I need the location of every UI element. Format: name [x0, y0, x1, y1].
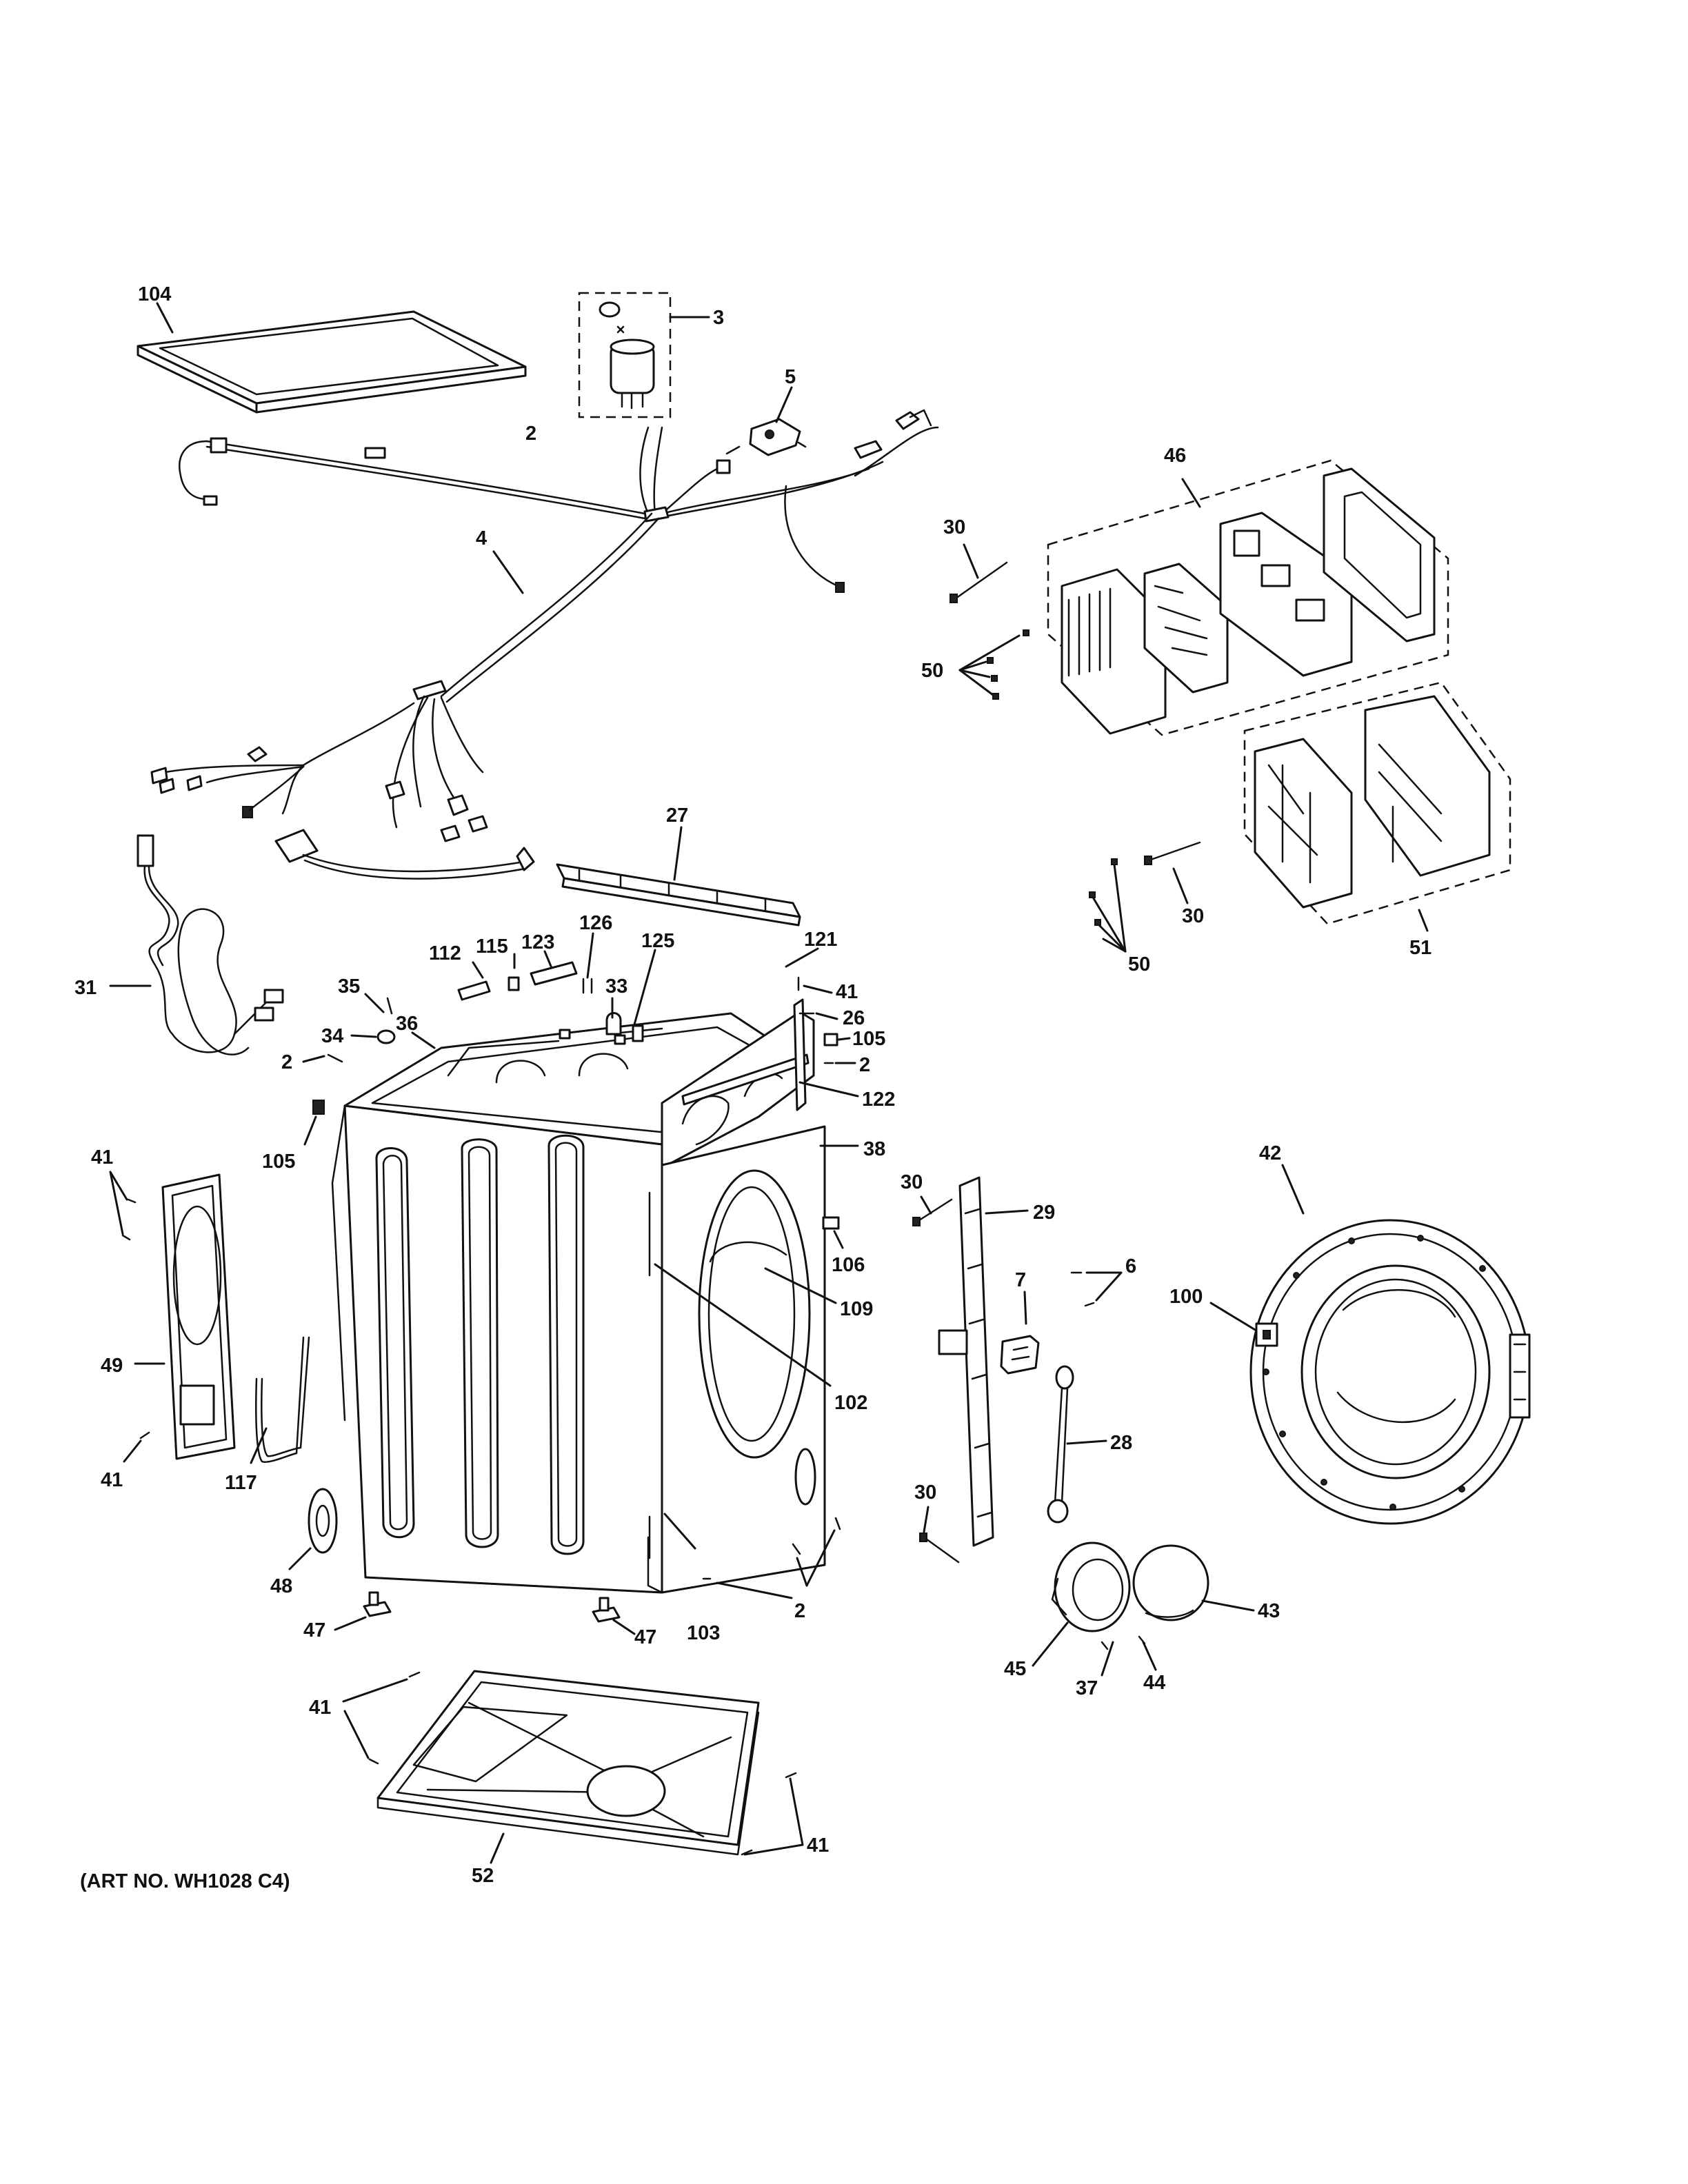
- callout-126: 126: [579, 912, 612, 934]
- callout-48: 48: [270, 1575, 292, 1597]
- callout-41-base-left: 41: [309, 1697, 331, 1719]
- callout-30-b: 30: [1182, 905, 1204, 927]
- wire-harness-4: [150, 409, 939, 880]
- callout-34: 34: [321, 1025, 343, 1047]
- callout-2-top: 2: [525, 423, 536, 445]
- callout-42: 42: [1259, 1142, 1281, 1164]
- base-52: [342, 1670, 804, 1864]
- capacitor-assembly-3: [578, 292, 710, 418]
- callout-109: 109: [840, 1298, 873, 1320]
- callout-47-left: 47: [303, 1619, 325, 1641]
- callout-6: 6: [1125, 1255, 1136, 1277]
- feet-parts: [288, 1488, 841, 1635]
- callout-41-left-top: 41: [91, 1146, 113, 1169]
- callout-33: 33: [605, 975, 627, 998]
- cabinet-small-parts: [302, 932, 859, 1249]
- callout-30-a: 30: [943, 516, 965, 538]
- callout-50-a: 50: [921, 660, 943, 682]
- callout-52: 52: [472, 1865, 494, 1887]
- callout-117: 117: [225, 1472, 257, 1494]
- callout-104: 104: [138, 283, 171, 305]
- callout-2-right: 2: [859, 1054, 870, 1076]
- callout-122: 122: [862, 1089, 895, 1111]
- callout-123: 123: [521, 931, 554, 953]
- door-lock-7: [1000, 1291, 1040, 1375]
- callout-51: 51: [1409, 937, 1431, 959]
- callout-49: 49: [101, 1355, 123, 1377]
- callout-121: 121: [804, 929, 837, 951]
- callout-125: 125: [641, 930, 674, 952]
- callout-41-top: 41: [836, 981, 858, 1003]
- screws-6: [1070, 1271, 1123, 1307]
- callout-102: 102: [834, 1392, 867, 1414]
- callout-30-c: 30: [901, 1171, 923, 1193]
- strap-28: [1047, 1365, 1107, 1524]
- bracket-27: [556, 826, 801, 927]
- pressure-switch-5: [725, 386, 807, 456]
- board-screws: [950, 543, 1029, 700]
- callout-7: 7: [1015, 1269, 1026, 1291]
- callout-5: 5: [785, 366, 796, 388]
- callout-4: 4: [476, 527, 487, 549]
- door-assembly-42: [1209, 1164, 1531, 1525]
- callout-37: 37: [1076, 1677, 1098, 1699]
- rear-panel-49: [109, 1171, 236, 1463]
- callout-105-right: 105: [852, 1028, 885, 1050]
- callout-30-d: 30: [914, 1482, 936, 1504]
- callout-50-b: 50: [1128, 953, 1150, 975]
- callout-35: 35: [338, 975, 360, 998]
- callout-105-left: 105: [262, 1151, 295, 1173]
- power-cord-31: [109, 834, 284, 1055]
- callout-2-bottom: 2: [794, 1600, 805, 1622]
- control-board-51: [1243, 681, 1511, 932]
- callout-labels: 104 3 2 5 46 4 30 50 27 30 50 51 31 35 3…: [74, 283, 1431, 1892]
- callout-41-left-bottom: 41: [101, 1469, 123, 1491]
- art-number: (ART NO. WH1028 C4): [80, 1870, 290, 1892]
- callout-3: 3: [713, 307, 724, 329]
- screws-37-44: [1101, 1635, 1157, 1677]
- callout-115: 115: [476, 936, 508, 958]
- cabinet: [331, 1011, 859, 1594]
- callout-100: 100: [1169, 1286, 1203, 1308]
- top-panel-104: [137, 302, 527, 414]
- callout-28: 28: [1110, 1432, 1132, 1454]
- hose-117: [250, 1336, 310, 1464]
- callout-29: 29: [1033, 1202, 1055, 1224]
- callout-47-right: 47: [634, 1626, 656, 1648]
- callout-103: 103: [687, 1622, 720, 1644]
- pump-cover-45: [1032, 1541, 1131, 1667]
- callout-45: 45: [1004, 1658, 1026, 1680]
- callout-41-base-right: 41: [807, 1834, 829, 1857]
- callout-43: 43: [1258, 1600, 1280, 1622]
- callout-46: 46: [1164, 445, 1186, 467]
- callout-106: 106: [832, 1254, 865, 1276]
- door-lock-bracket-29: [912, 1176, 1029, 1564]
- callout-31: 31: [74, 977, 97, 999]
- callout-112: 112: [429, 942, 461, 964]
- board-51-screws: [1089, 841, 1201, 953]
- callout-36: 36: [396, 1013, 418, 1035]
- callout-2-left: 2: [281, 1051, 292, 1073]
- callout-38: 38: [863, 1138, 885, 1160]
- access-door-43: [1132, 1544, 1255, 1621]
- control-board-46: [1047, 459, 1449, 736]
- callout-26: 26: [843, 1007, 865, 1029]
- callout-27: 27: [666, 805, 688, 827]
- callout-44: 44: [1143, 1672, 1165, 1694]
